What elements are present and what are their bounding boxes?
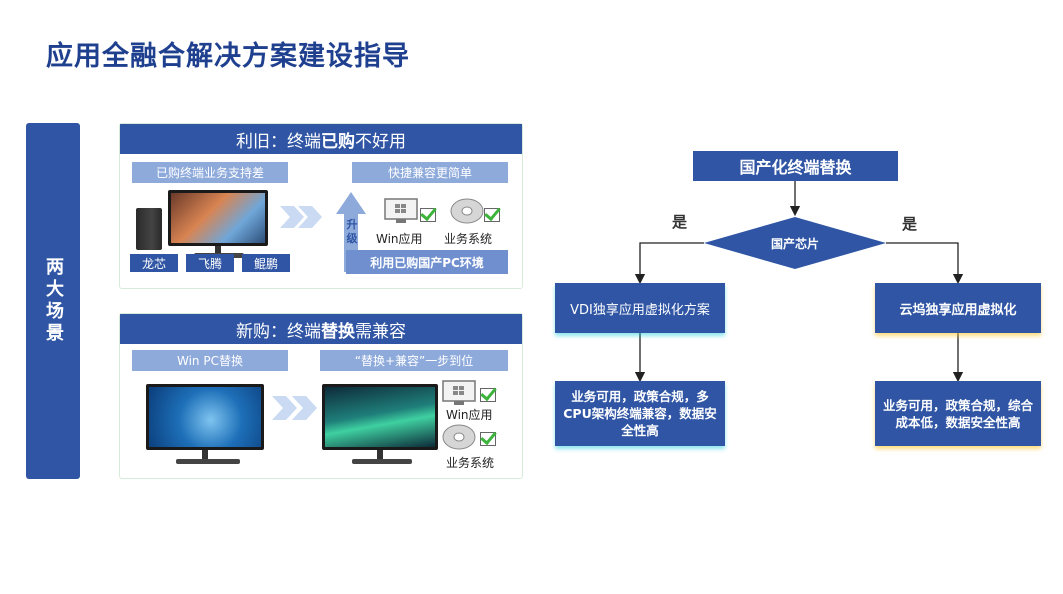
new-win-app-label: Win应用	[446, 408, 493, 422]
new-header-post: 需兼容	[355, 321, 406, 342]
chip-kunpeng: 鲲鹏	[242, 254, 290, 272]
new-right-pill: “替换+兼容”一步到位	[320, 350, 508, 371]
reuse-header-pre: 利旧：终端	[236, 131, 321, 152]
biz-system-check-icon	[480, 432, 496, 446]
windows-app-icon	[442, 380, 476, 405]
flow-start-node: 国产化终端替换	[693, 151, 898, 181]
yes-right-label: 是	[902, 215, 918, 233]
upgrade-arrow-icon	[336, 192, 366, 272]
new-biz-system-label: 业务系统	[446, 456, 495, 470]
vdi-solution-node: VDI独享应用虚拟化方案	[555, 283, 725, 333]
new-left-pill: Win PC替换	[132, 350, 288, 371]
arrow-right-icon	[280, 206, 322, 228]
page-title: 应用全融合解决方案建设指导	[46, 41, 410, 72]
arrow-right-icon	[272, 396, 317, 420]
reuse-biz-system-label: 业务系统	[444, 232, 493, 246]
reuse-panel-header: 利旧：终端已购不好用	[120, 124, 522, 154]
yes-left-label: 是	[672, 213, 688, 231]
vdi-result-node: 业务可用，政策合规，多CPU架构终端兼容，数据安全性高	[555, 381, 725, 446]
reuse-win-app-label: Win应用	[376, 232, 423, 246]
reuse-scenario-panel: 利旧：终端已购不好用 已购终端业务支持差 快捷兼容更简单 龙芯 飞腾 鲲鹏 升级…	[119, 123, 523, 289]
win-app-check-icon	[420, 208, 436, 222]
biz-system-check-icon	[484, 208, 500, 222]
disc-icon	[450, 198, 484, 224]
reuse-banner: 利用已购国产PC环境	[346, 250, 508, 274]
reuse-left-pill: 已购终端业务支持差	[132, 162, 288, 183]
win-app-check-icon	[480, 388, 496, 402]
cloud-solution-node: 云坞独享应用虚拟化	[875, 283, 1041, 333]
decision-label: 国产芯片	[770, 236, 819, 251]
reuse-header-bold: 已购	[321, 131, 355, 152]
chip-loongson: 龙芯	[130, 254, 178, 272]
new-panel-header: 新购：终端替换需兼容	[120, 314, 522, 344]
side-label-text: 两大场景	[43, 257, 64, 345]
new-purchase-scenario-panel: 新购：终端替换需兼容 Win PC替换 “替换+兼容”一步到位 Win应用 业务…	[119, 313, 523, 479]
pc-tower-image	[136, 208, 162, 250]
chip-phytium: 飞腾	[186, 254, 234, 272]
windows-app-icon	[384, 198, 418, 223]
cloud-result-node: 业务可用，政策合规，综合成本低，数据安全性高	[875, 381, 1041, 446]
decision-diamond	[704, 217, 886, 269]
upgrade-label: 升级	[346, 218, 358, 245]
disc-icon	[442, 424, 476, 450]
new-header-bold: 替换	[321, 321, 355, 342]
reuse-header-post: 不好用	[355, 131, 406, 152]
reuse-right-pill: 快捷兼容更简单	[352, 162, 508, 183]
new-header-pre: 新购：终端	[236, 321, 321, 342]
scenario-side-label: 两大场景	[26, 123, 80, 479]
